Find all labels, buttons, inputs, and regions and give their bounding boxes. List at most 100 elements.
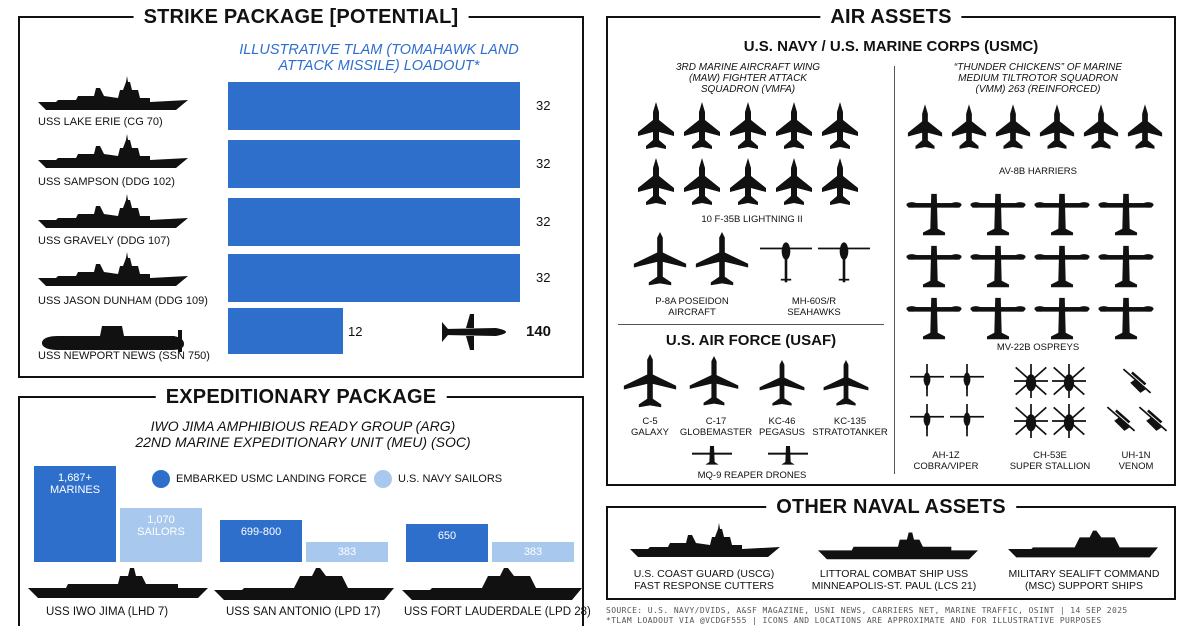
tomahawk-missile-icon (440, 312, 510, 352)
f35b-icon (774, 102, 814, 152)
sailors-count: 383 (337, 546, 357, 558)
bar-value-label: 32 (536, 270, 551, 285)
harrier-icon (1082, 104, 1120, 152)
tlam-chart-title: ILLUSTRATIVE TLAM (TOMAHAWK LAND ATTACK … (239, 42, 519, 74)
harrier-icon (1126, 104, 1164, 152)
bar-value-label: 12 (348, 324, 363, 339)
air-assets-title: AIR ASSETS (820, 6, 962, 29)
helicopter-icon (818, 232, 870, 284)
harrier-icon (950, 104, 988, 152)
warship-icon (818, 526, 978, 564)
f35b-icon (728, 102, 768, 152)
osprey-icon (970, 192, 1026, 238)
f35b-icon (728, 158, 768, 208)
usaf-divider (618, 324, 884, 325)
p8a-icon (632, 232, 688, 288)
footnote-line: *TLAM LOADOUT VIA @VCDGF555 | ICONS AND … (606, 616, 1102, 625)
f35b-icon (820, 102, 860, 152)
osprey-icon (1034, 192, 1090, 238)
ah1z-icon (910, 404, 944, 438)
drone-icon (692, 446, 732, 466)
warship-icon (38, 194, 188, 234)
legend-marines-label: EMBARKED USMC LANDING FORCE (176, 473, 367, 485)
tlam-bar (228, 198, 520, 246)
tlam-bar (228, 308, 343, 354)
sailors-count: 383 (523, 546, 543, 558)
warship-icon (402, 564, 582, 604)
bar-value-label: 32 (536, 98, 551, 113)
warship-icon (630, 522, 780, 564)
ah1z-icon (950, 364, 984, 398)
transport-jet-icon (758, 360, 806, 408)
fort-lauderdale-sailors-bar: 383 (492, 542, 574, 562)
osprey-icon (1034, 244, 1090, 290)
drone-icon (768, 446, 808, 466)
bar-value-label: 32 (536, 214, 551, 229)
warship-icon (214, 564, 394, 604)
uh1n-icon (1104, 402, 1138, 436)
other-naval-title: OTHER NAVAL ASSETS (766, 496, 1016, 519)
ship-label-san-antonio: USS SAN ANTONIO (LPD 17) (226, 606, 381, 618)
column-divider (894, 66, 895, 474)
ch53e-icon (1052, 364, 1086, 398)
osprey-icon (1098, 192, 1154, 238)
tlam-bar (228, 140, 520, 188)
ship-label-iwo-jima: USS IWO JIMA (LHD 7) (46, 606, 169, 618)
osprey-icon (1098, 296, 1154, 342)
vmfa-label: 3RD MARINE AIRCRAFT WING(MAW) FIGHTER AT… (675, 62, 821, 95)
osprey-icon (906, 244, 962, 290)
f35b-group (636, 102, 866, 212)
osprey-icon (906, 192, 962, 238)
ah1z-icon (910, 364, 944, 398)
f35b-icon (820, 158, 860, 208)
usaf-header: U.S. AIR FORCE (USAF) (665, 332, 837, 349)
mv22b-caption: MV-22B OSPREYS (996, 342, 1080, 353)
osprey-icon (906, 296, 962, 342)
marines-count: 650 (437, 530, 457, 542)
ship-label-fort-lauderdale: USS FORT LAUDERDALE (LPD 28) (404, 606, 591, 618)
ship-label-gravely: USS GRAVELY (DDG 107) (38, 235, 171, 247)
legend-sailors-label: U.S. NAVY SAILORS (398, 473, 503, 485)
iwo-jima-sailors-bar: 1,070 SAILORS (120, 508, 202, 562)
f35b-icon (636, 158, 676, 208)
uscg-caption: U.S. COAST GUARD (USCG)FAST RESPONSE CUT… (633, 568, 775, 592)
san-antonio-marines-bar: 699-800 (220, 520, 302, 562)
expeditionary-panel: EXPEDITIONARY PACKAGE IWO JIMA AMPHIBIOU… (18, 386, 591, 626)
bar-value-label: 32 (536, 156, 551, 171)
transport-jet-icon (822, 360, 870, 408)
ship-label-newport-news: USS NEWPORT NEWS (SSN 750) (38, 350, 210, 362)
helicopter-icon (760, 232, 812, 284)
san-antonio-sailors-bar: 383 (306, 542, 388, 562)
tlam-bar-area (228, 82, 520, 354)
ch53e-icon (1052, 404, 1086, 438)
expeditionary-title: EXPEDITIONARY PACKAGE (155, 386, 447, 409)
legend-sailors-swatch (374, 470, 392, 488)
f35b-icon (636, 102, 676, 152)
f35b-icon (774, 158, 814, 208)
harrier-icon (906, 104, 944, 152)
attack-helicopter-group (908, 364, 1172, 448)
air-assets-panel: AIR ASSETS U.S. NAVY / U.S. MARINE CORPS… (606, 6, 1176, 486)
osprey-icon (970, 244, 1026, 290)
ah1z-icon (950, 404, 984, 438)
uh1n-icon (1136, 402, 1170, 436)
uh1n-icon (1120, 364, 1154, 398)
msc-caption: MILITARY SEALIFT COMMAND(MSC) SUPPORT SH… (1008, 568, 1160, 592)
meu-subtitle-2: 22ND MARINE EXPEDITIONARY UNIT (MEU) (SO… (135, 434, 471, 450)
transport-jet-icon (622, 354, 678, 410)
sailors-count: 1,070 (147, 514, 175, 526)
av8b-caption: AV-8B HARRIERS (999, 166, 1077, 177)
warship-icon (38, 252, 188, 292)
transport-jet-icon (688, 356, 740, 408)
